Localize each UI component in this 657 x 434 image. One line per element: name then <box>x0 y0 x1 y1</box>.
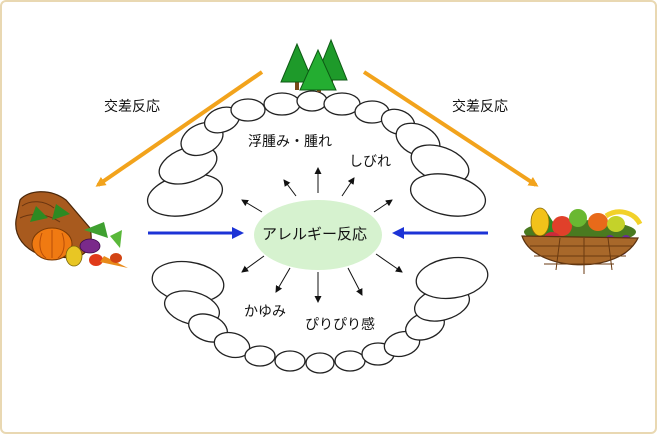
reaction-arrow <box>283 179 297 197</box>
reaction-arrow <box>275 267 291 293</box>
reaction-arrow <box>373 199 393 213</box>
lower-dental-arch <box>151 256 489 374</box>
tooth <box>244 345 276 367</box>
symptom-numbness: しびれ <box>349 154 391 170</box>
reaction-arrows <box>241 167 403 303</box>
cross-reaction-arrow-right <box>362 70 539 187</box>
allergic-reaction-label: アレルギー反応 <box>262 225 368 243</box>
symptom-swelling: 浮腫み・腫れ <box>248 134 332 150</box>
reaction-arrow <box>375 253 403 273</box>
allergic-reaction-bubble <box>254 200 382 270</box>
reaction-arrow <box>347 267 363 296</box>
cornucopia-icon <box>15 191 128 268</box>
tooth <box>415 256 489 300</box>
symptom-tingling: ぴりぴり感 <box>305 317 375 333</box>
reaction-arrow <box>341 177 355 197</box>
trees-icon <box>280 38 348 92</box>
reaction-arrow <box>241 255 265 273</box>
symptom-itching: かゆみ <box>244 304 286 320</box>
tooth <box>409 173 487 217</box>
cross-reaction-arrow-left <box>95 70 264 187</box>
upper-dental-arch <box>146 90 487 217</box>
cross-reaction-label-right: 交差反応 <box>452 99 508 115</box>
fruit-basket-icon <box>521 207 643 274</box>
tooth <box>263 92 301 116</box>
tooth <box>334 350 366 372</box>
tooth <box>296 90 328 112</box>
tooth <box>230 98 266 122</box>
cross-reaction-label-left: 交差反応 <box>104 99 160 115</box>
tooth <box>305 352 335 374</box>
reaction-arrow <box>241 199 263 213</box>
tooth <box>274 350 306 372</box>
